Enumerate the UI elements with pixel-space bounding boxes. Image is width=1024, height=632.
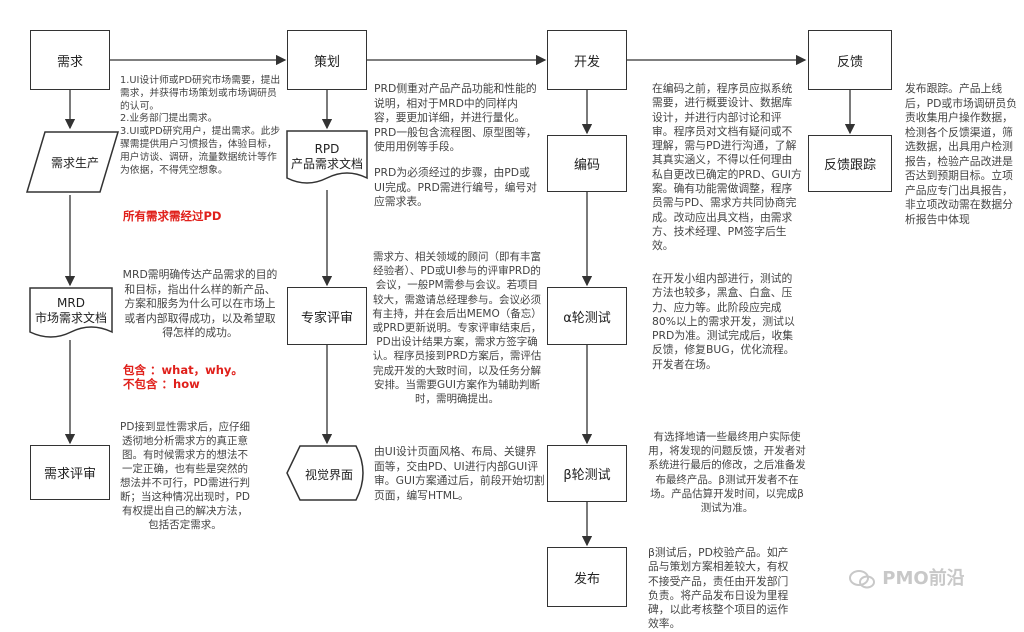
node-shijue-label: 视觉界面 bbox=[304, 468, 353, 482]
xuqiu-shengchan-shape bbox=[25, 131, 120, 193]
shijue-display-shape bbox=[286, 445, 364, 501]
node-bianma-label: 编码 bbox=[573, 158, 600, 173]
node-kaifa: 开发 bbox=[547, 30, 627, 90]
note-fabu: β测试后，PD校验产品。如产品与策划方案相差较大，有权不接受产品，责任由开发部门… bbox=[648, 546, 789, 631]
node-fankui: 反馈 bbox=[808, 30, 892, 90]
node-zhuanjia-pingshen: 专家评审 bbox=[287, 287, 367, 345]
note-mrd-red-include: 包含 ：what，why。 bbox=[123, 363, 243, 377]
node-xuqiu-pingshen: 需求评审 bbox=[30, 445, 110, 500]
node-cehua-label: 策划 bbox=[313, 54, 340, 70]
note-prd-1: PRD侧重对产品产品功能和性能的说明，相对于MRD中的同样内容，要更加详细，并进… bbox=[374, 82, 537, 153]
note-prd-2: PRD为必须经过的步骤，由PD或UI完成。PRD需进行编号，编号对应需求表。 bbox=[374, 166, 537, 208]
node-fabu-label: 发布 bbox=[573, 571, 600, 587]
node-alpha-label: α轮测试 bbox=[563, 310, 611, 326]
note-xuqiu-red: 所有需求需经过PD bbox=[123, 209, 222, 223]
node-fankui-label: 反馈 bbox=[836, 54, 863, 70]
node-fankui-genzong-label: 反馈跟踪 bbox=[823, 158, 876, 173]
note-pingshen: PD接到显性需求后，应仔细透彻地分析需求方的真正意图。有时候需求方的想法不一定正… bbox=[120, 421, 250, 531]
node-xuqiu-shengchan-label: 需求生产 bbox=[50, 156, 99, 170]
note-mrd: MRD需明确传达产品需求的目的和目标，指出什么样的新产品、方案和服务为什么可以在… bbox=[122, 268, 278, 339]
watermark: PMO前沿 bbox=[848, 564, 965, 590]
note-fankui: 发布跟踪。产品上线后，PD或市场调研员负责收集用户操作数据，检测各个反馈渠道，筛… bbox=[905, 82, 1017, 226]
node-kaifa-label: 开发 bbox=[573, 54, 600, 70]
rpd-line1: RPD bbox=[314, 142, 340, 156]
rpd-document-shape bbox=[286, 130, 368, 184]
node-beta: β轮测试 bbox=[547, 445, 627, 502]
note-mrd-red-exclude: 不包含 ：how bbox=[123, 377, 200, 391]
node-alpha: α轮测试 bbox=[547, 287, 627, 345]
node-bianma: 编码 bbox=[547, 135, 627, 192]
node-xuqiu: 需求 bbox=[30, 30, 110, 90]
node-rpd-label: RPD 产品需求文档 bbox=[287, 142, 367, 172]
node-fankui-genzong: 反馈跟踪 bbox=[808, 135, 892, 192]
mrd-document-shape bbox=[29, 287, 113, 338]
note-kaifa: 在编码之前，程序员应拟系统需要，进行概要设计、数据库设计，并进行内部讨论和评审。… bbox=[652, 82, 802, 253]
note-xuqiu: 1.UI设计师或PD研究市场需要，提出需求，并获得市场策划或市场调研员的认可。 … bbox=[120, 75, 281, 176]
rpd-line2: 产品需求文档 bbox=[290, 157, 363, 171]
node-beta-label: β轮测试 bbox=[563, 468, 611, 483]
node-zhuanjia-label: 专家评审 bbox=[300, 310, 353, 326]
note-alpha: 在开发小组内部进行，测试的方法也较多，黑盒、白盒、压力、应力等。此阶段应完成80… bbox=[652, 272, 795, 371]
node-mrd-label: MRD 市场需求文档 bbox=[30, 296, 112, 326]
node-xuqiu-label: 需求 bbox=[56, 54, 83, 70]
node-xuqiu-pingshen-label: 需求评审 bbox=[43, 467, 96, 482]
mrd-line1: MRD bbox=[57, 296, 85, 310]
node-fabu: 发布 bbox=[547, 547, 627, 607]
watermark-text: PMO前沿 bbox=[882, 568, 965, 589]
node-cehua: 策划 bbox=[287, 30, 367, 90]
note-zhuanjia: 需求方、相关领域的顾问（即有丰富经验者）、PD或UI参与的评审PRD的会议，一般… bbox=[372, 251, 542, 406]
note-beta: 有选择地请一些最终用户实际使用，将发现的问题反馈，开发者对系统进行最后的修改，之… bbox=[648, 431, 806, 515]
mrd-line2: 市场需求文档 bbox=[34, 311, 107, 325]
wechat-icon bbox=[848, 569, 876, 589]
note-shijue: 由UI设计页面风格、布局、关键界面等，交由PD、UI进行内部GUI评审。GUI方… bbox=[374, 445, 545, 502]
